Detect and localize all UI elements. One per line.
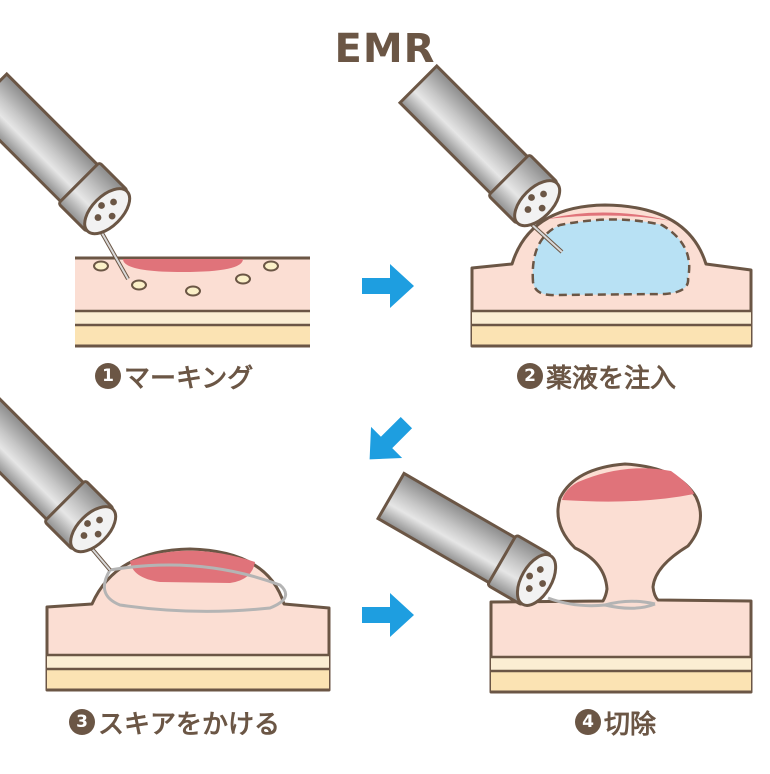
diagram-title: EMR [334, 26, 436, 72]
marking-dots [93, 260, 279, 297]
step-label: スキアをかける [98, 709, 281, 740]
direction-arrow-icon [362, 593, 414, 637]
endoscope-icon [0, 388, 126, 562]
endoscope-icon [396, 62, 570, 236]
panel-marking [0, 70, 310, 348]
panel-resection [364, 435, 753, 694]
lesion [123, 259, 243, 272]
injected-fluid [531, 218, 691, 297]
direction-arrow-icon [354, 407, 422, 475]
step-3-caption: 3 スキアをかける [69, 704, 280, 740]
step-number-badge: 3 [69, 709, 95, 735]
snare-loop [102, 563, 288, 613]
endoscope-icon [0, 70, 140, 244]
step-4-caption: 4 切除 [575, 704, 656, 740]
lesion [562, 468, 694, 502]
direction-arrow-icon [362, 264, 414, 308]
step-number-badge: 1 [95, 363, 121, 389]
step-number-badge: 4 [575, 709, 601, 735]
step-label: 薬液を注入 [546, 363, 677, 394]
step-number-badge: 2 [517, 363, 543, 389]
panel-injection [396, 62, 753, 348]
step-2-caption: 2 薬液を注入 [517, 358, 676, 394]
step-label: 切除 [604, 709, 657, 740]
lesion [547, 212, 671, 221]
panel-snare [0, 388, 331, 692]
step-label: マーキング [124, 363, 254, 394]
fat-layer [75, 325, 310, 346]
step-1-caption: 1 マーキング [95, 358, 253, 394]
